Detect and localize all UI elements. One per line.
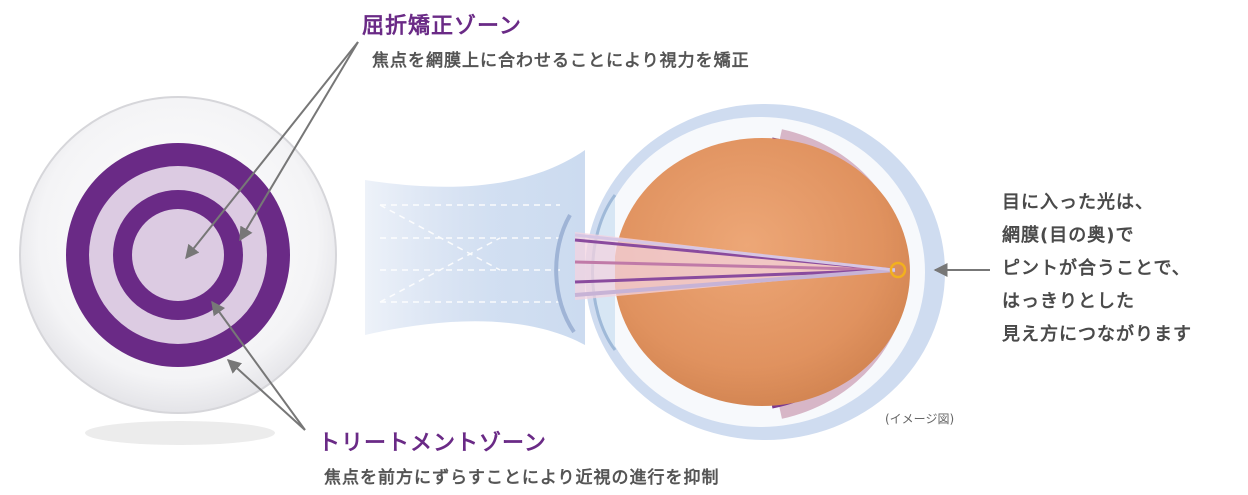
contact-lens <box>19 96 337 445</box>
image-caption: (イメージ図) <box>885 412 955 426</box>
refraction-zone-description: 焦点を網膜上に合わせることにより視力を矯正 <box>372 51 750 71</box>
explanation-line: 網膜(目の奥)で <box>1002 225 1135 246</box>
treatment-zone-title: トリートメントゾーン <box>318 431 547 456</box>
explanation-text: 目に入った光は、 網膜(目の奥)で ピントが合うことで、 はっきりとした 見え方… <box>1002 186 1192 351</box>
explanation-line: ピントが合うことで、 <box>1002 258 1191 279</box>
eyeball <box>554 104 945 440</box>
explanation-line: 見え方につながります <box>1002 324 1192 345</box>
light-beam <box>365 150 585 345</box>
focus-rays <box>574 232 896 300</box>
refraction-zone-pointers <box>185 41 359 260</box>
contact-lens-side <box>554 214 576 334</box>
treatment-zone-description: 焦点を前方にずらすことにより近視の進行を抑制 <box>324 468 720 488</box>
explanation-line: 目に入った光は、 <box>1002 192 1154 213</box>
explanation-line: はっきりとした <box>1002 291 1135 312</box>
focal-point-marker <box>889 261 907 279</box>
refraction-zone-center <box>132 209 224 301</box>
lens-shadow <box>85 421 275 445</box>
treatment-zone-pointers <box>211 300 306 431</box>
refraction-zone-title: 屈折矯正ゾーン <box>362 14 522 39</box>
